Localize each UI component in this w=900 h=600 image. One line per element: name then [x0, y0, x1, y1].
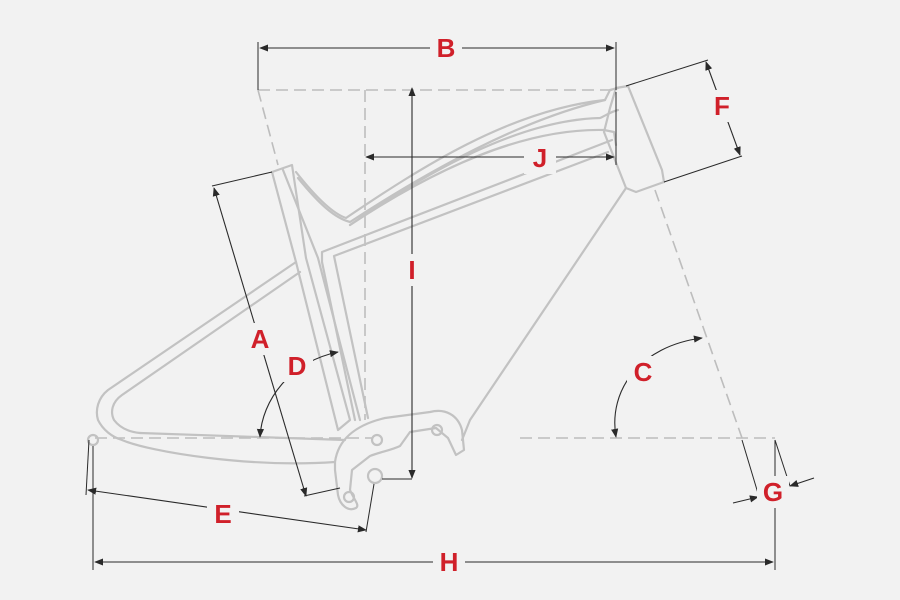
e-left-extension [85, 439, 90, 496]
a-top-extension [211, 171, 273, 187]
label-c: C [634, 357, 653, 387]
dimension-g-left-arrow [732, 495, 759, 504]
label-h-backdrop [433, 546, 465, 578]
rear-axle-circle [86, 433, 100, 447]
top-tube-lower-edge [348, 128, 618, 227]
label-g: G [763, 477, 783, 507]
down-tube [320, 138, 628, 442]
label-i: I [408, 255, 415, 285]
label-d-backdrop [281, 350, 313, 382]
f-bottom-extension [663, 155, 743, 183]
dimension-d-arc [256, 350, 339, 438]
bike-frame [86, 84, 666, 511]
label-f-backdrop [706, 90, 738, 122]
label-j-backdrop [524, 142, 556, 174]
label-f: F [714, 91, 730, 121]
label-e: E [214, 499, 231, 529]
bottom-bracket-circle [366, 467, 384, 485]
head-tube [602, 84, 666, 194]
dimension-lines [87, 44, 815, 566]
label-a-backdrop [244, 323, 276, 355]
label-j: J [533, 143, 547, 173]
label-b: B [437, 33, 456, 63]
dimension-labels: A B C D E F G H I J [207, 32, 789, 578]
label-i-backdrop [400, 254, 424, 286]
label-b-backdrop [430, 32, 462, 64]
pivot-bolt-upper [370, 433, 384, 447]
f-top-extension [625, 59, 709, 87]
steering-axis-line [654, 189, 743, 439]
top-tube-upper-edge [294, 98, 607, 220]
label-e-backdrop [207, 498, 239, 530]
label-c-backdrop [627, 356, 659, 388]
dimension-g-right-arrow [789, 477, 815, 487]
label-g-backdrop [757, 476, 789, 508]
seat-tube [270, 163, 352, 432]
label-h: H [440, 547, 459, 577]
seat-tube-extension-line [257, 89, 279, 166]
pivot-bolt-front [430, 423, 444, 437]
reference-lines [95, 89, 775, 439]
seat-stay [95, 260, 302, 442]
a-bottom-extension [303, 487, 341, 497]
e-right-extension [365, 483, 375, 533]
down-tube-inner-edge [332, 150, 610, 420]
label-d: D [288, 351, 307, 381]
label-a: A [251, 324, 270, 354]
extension-lines [85, 42, 791, 570]
seat-tube-inner-line [281, 168, 362, 422]
